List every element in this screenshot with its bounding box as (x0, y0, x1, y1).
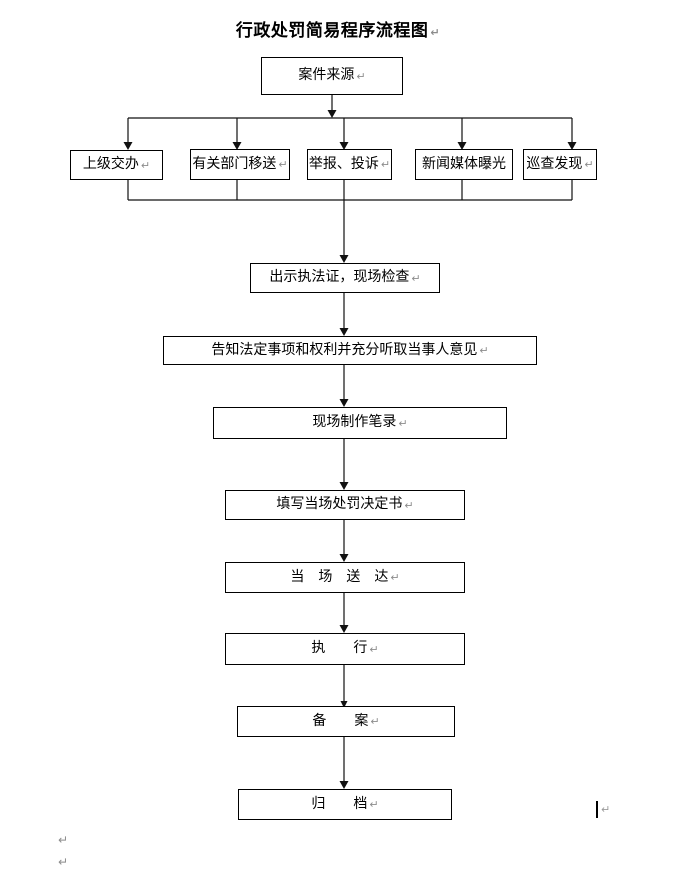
arrowhead-execute (339, 625, 349, 633)
paragraph-mark-icon: ↵ (369, 642, 379, 656)
flow-node-filing[interactable]: 备 案↵ (237, 706, 455, 737)
flow-node-report-complaint[interactable]: 举报、投诉↵ (307, 149, 392, 180)
text-cursor (596, 801, 598, 818)
node-label: 案件来源 (298, 68, 355, 83)
node-label: 执 行 (311, 641, 368, 656)
arrowhead-fill (339, 482, 349, 490)
arrowhead-record (339, 399, 349, 407)
paragraph-mark-icon: ↵ (390, 571, 400, 584)
flow-node-onsite-record[interactable]: 现场制作笔录↵ (213, 407, 507, 439)
page-title-text: 行政处罚简易程序流程图 (235, 21, 429, 40)
arrowhead-inspect (339, 255, 349, 263)
flow-node-inform-rights[interactable]: 告知法定事项和权利并充分听取当事人意见↵ (163, 336, 537, 365)
arrowhead-drop-superior (123, 142, 133, 150)
arrowhead-source-bus (327, 110, 337, 118)
paragraph-mark-icon: ↵ (140, 158, 151, 172)
node-label: 出示执法证，现场检查 (269, 270, 410, 285)
paragraph-mark-icon: ↵ (411, 271, 421, 285)
node-label: 上级交办 (82, 157, 139, 172)
node-label: 备 案 (312, 713, 369, 729)
arrowhead-inform (339, 328, 349, 336)
node-label: 归 档 (311, 796, 368, 812)
node-label: 有关部门移送 (192, 156, 277, 172)
paragraph-mark-icon: ↵ (356, 69, 366, 83)
flow-node-patrol-discovery[interactable]: 巡查发现↵ (523, 149, 597, 180)
flow-node-superior-assignment[interactable]: 上级交办↵ (70, 150, 163, 180)
flow-node-media-exposure[interactable]: 新闻媒体曝光 (415, 149, 513, 180)
node-label: 填写当场处罚决定书 (276, 497, 403, 512)
node-label: 当 场 送 达 (290, 569, 389, 585)
flow-node-archiving[interactable]: 归 档↵ (238, 789, 452, 820)
flow-node-department-transfer[interactable]: 有关部门移送↵ (190, 149, 290, 180)
paragraph-mark-icon: ↵ (584, 158, 594, 171)
paragraph-mark-icon: ↵ (601, 803, 611, 816)
paragraph-mark-icon: ↵ (398, 416, 408, 430)
paragraph-mark-icon: ↵ (58, 855, 69, 869)
paragraph-mark-icon: ↵ (380, 158, 391, 171)
paragraph-mark-icon: ↵ (430, 26, 441, 39)
node-label: 举报、投诉 (308, 156, 379, 172)
flow-node-show-credentials-inspect[interactable]: 出示执法证，现场检查↵ (250, 263, 440, 293)
paragraph-mark-icon: ↵ (479, 344, 489, 357)
arrowhead-deliver (339, 554, 349, 562)
flow-node-case-source[interactable]: 案件来源↵ (261, 57, 403, 95)
paragraph-mark-icon: ↵ (404, 498, 414, 512)
arrowhead-archive (339, 781, 349, 789)
flow-node-fill-decision[interactable]: 填写当场处罚决定书↵ (225, 490, 465, 520)
node-label: 告知法定事项和权利并充分听取当事人意见 (211, 342, 478, 358)
paragraph-mark-icon: ↵ (369, 798, 379, 811)
flow-node-execution[interactable]: 执 行↵ (225, 633, 465, 665)
paragraph-mark-icon: ↵ (58, 833, 69, 847)
paragraph-mark-icon: ↵ (370, 715, 380, 728)
node-label: 巡查发现 (526, 156, 583, 172)
page-title: 行政处罚简易程序流程图↵ (0, 16, 676, 41)
node-label: 现场制作笔录 (312, 415, 397, 430)
flow-node-onsite-delivery[interactable]: 当 场 送 达↵ (225, 562, 465, 593)
node-label: 新闻媒体曝光 (422, 156, 506, 172)
paragraph-mark-icon: ↵ (278, 158, 288, 171)
